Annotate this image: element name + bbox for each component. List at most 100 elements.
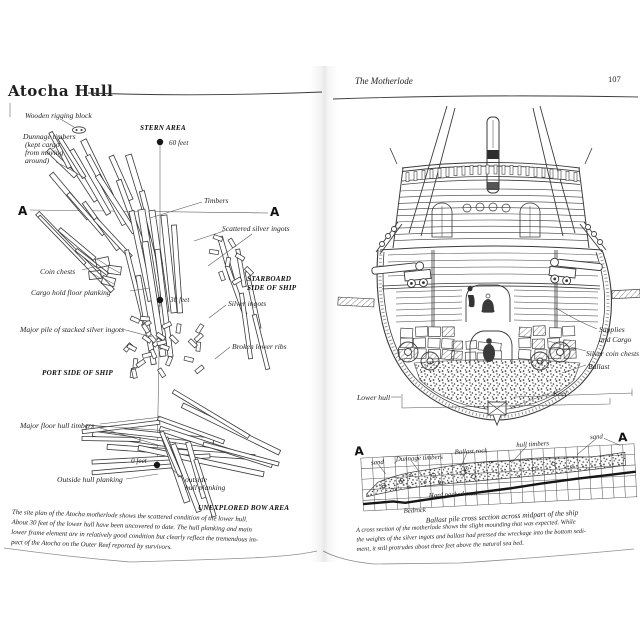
- baluster: [413, 171, 418, 181]
- label-starboard-2: SIDE OF SHIP: [247, 284, 297, 292]
- timber-plank: [37, 214, 87, 266]
- section-marker-a-left: A: [18, 204, 28, 218]
- ballast-rock-stone: [460, 469, 466, 476]
- hold-alcove: [469, 330, 513, 364]
- scattered-ingot: [234, 252, 246, 262]
- label-keel: Keel: [552, 389, 567, 398]
- timber-plank: [156, 415, 226, 445]
- stern-doors: [431, 202, 541, 238]
- baluster: [453, 166, 458, 176]
- cargo-box: [531, 338, 545, 350]
- grid-line-v: [633, 443, 638, 497]
- label-lower-hull: Lower hull: [356, 393, 390, 402]
- silver-ingot: [187, 338, 198, 349]
- ship-cross-section-art: Supplies and Cargo Silver coin chests Ba…: [337, 105, 640, 427]
- book-spine-shadow: [310, 66, 338, 562]
- spar-right: [611, 288, 640, 300]
- transom-plank-line: [397, 207, 585, 210]
- silver-ingot: [159, 343, 170, 351]
- ballast-rock-stone: [583, 478, 589, 484]
- grid-line-v: [565, 447, 569, 501]
- right-caption: A cross section of the motherlode shows …: [355, 519, 586, 553]
- timber-plank: [57, 136, 87, 180]
- baluster: [405, 172, 410, 182]
- label-outside-2b: hull planking: [185, 483, 225, 492]
- xs-marker-a-right: A: [618, 430, 629, 445]
- silver-ingot: [139, 316, 150, 322]
- baluster: [445, 167, 450, 177]
- left-caption-line: pact of the Atocha on the Outer Reef rep…: [10, 539, 172, 551]
- timber-plank: [171, 224, 183, 314]
- hold-plank-line: [513, 307, 599, 311]
- xs-marker-a-left: A: [354, 444, 365, 459]
- baluster: [541, 167, 546, 178]
- timber-plank: [48, 130, 72, 170]
- timber-plank: [57, 227, 97, 261]
- timber-plank: [170, 442, 202, 514]
- timber-plank: [202, 441, 280, 467]
- cross-section-leaders: [377, 438, 621, 474]
- depth-dot-60ft: [156, 138, 164, 146]
- label-port-side: PORT SIDE OF SHIP: [42, 369, 113, 377]
- ship-label-leaders: [391, 307, 598, 408]
- label-outside-2a: outside: [185, 475, 208, 484]
- baluster: [469, 165, 474, 175]
- baluster: [421, 170, 426, 180]
- cargo-box: [517, 348, 532, 360]
- cargo-box: [427, 337, 441, 349]
- scattered-ingot: [224, 256, 232, 268]
- ballast-rock-stone: [593, 479, 598, 484]
- cargo-box: [548, 327, 562, 338]
- silver-ingot: [135, 358, 147, 369]
- label-ballast-rock: Ballast rock: [454, 447, 488, 456]
- bulwark-top: [379, 245, 603, 251]
- baluster: [533, 167, 538, 177]
- label-starboard-1: STARBOARD: [247, 275, 292, 283]
- cannon-left: [371, 261, 432, 288]
- diver-figure-body: [483, 344, 495, 362]
- baluster: [437, 168, 442, 178]
- baluster: [557, 169, 562, 180]
- baluster: [477, 164, 482, 175]
- scattered-ingot: [243, 265, 255, 277]
- stern-cap-rail: [401, 162, 581, 172]
- bell-icon: [481, 299, 495, 313]
- ensign-staffs: [389, 147, 593, 165]
- stern-lantern-niche: [465, 284, 511, 322]
- stern-portholes: [462, 202, 511, 213]
- ballast-rock-stone: [470, 474, 476, 479]
- left-page-title: Atocha Hull: [7, 82, 113, 100]
- ballast-rock-stone: [469, 486, 472, 489]
- cargo-box: [532, 325, 546, 336]
- hold-plank-line: [395, 295, 463, 299]
- grid-line-v: [610, 444, 615, 498]
- scattered-ingot: [212, 234, 224, 242]
- silver-ingot: [155, 331, 166, 342]
- page-number: 107: [608, 74, 621, 84]
- transom-plank-line: [400, 188, 582, 192]
- spar-left: [337, 296, 375, 308]
- cargo-box: [400, 327, 414, 339]
- hold-plank-line: [395, 319, 463, 323]
- label-dunnage-note-2: from moving: [25, 148, 64, 157]
- transom-plank-line: [394, 232, 588, 235]
- grid-line-v: [599, 445, 603, 499]
- silver-ingot: [141, 323, 151, 334]
- baluster: [565, 171, 570, 181]
- baluster: [573, 172, 578, 182]
- left-caption: The site plan of the Atocha motherlode s…: [10, 509, 259, 551]
- scattered-ingot: [231, 276, 243, 286]
- ballast-rock-stone: [438, 480, 442, 484]
- transom-plank-line: [396, 213, 586, 217]
- hold-plank-line: [513, 289, 599, 293]
- hold-plank-line: [395, 313, 463, 317]
- hold-plank-line: [513, 313, 599, 317]
- ballast-rock-stone: [431, 472, 436, 478]
- baluster: [461, 165, 466, 176]
- silver-ingot: [168, 334, 179, 345]
- baluster: [549, 168, 554, 179]
- timber-plank: [171, 389, 251, 439]
- silver-ingot: [175, 323, 182, 334]
- cannon-right: [548, 257, 603, 286]
- grid-line-h: [360, 443, 635, 459]
